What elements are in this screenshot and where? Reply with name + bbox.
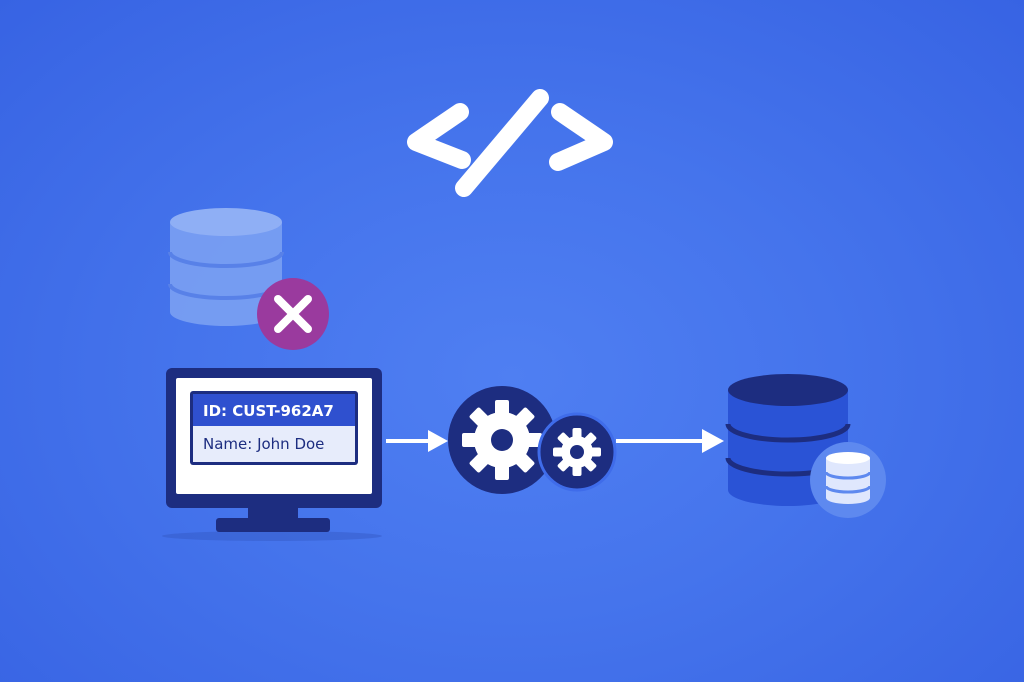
arrow-to-database: [616, 429, 724, 453]
record-id: ID: CUST-962A7: [203, 402, 334, 420]
code-brackets-icon: [407, 89, 613, 197]
record-card: ID: CUST-962A7 Name: John Doe: [190, 391, 358, 465]
mini-database-icon: [824, 452, 872, 504]
mini-database-badge: [810, 442, 886, 518]
gears-icon: [448, 386, 617, 494]
error-badge: [257, 278, 329, 350]
small-gear-icon: [553, 428, 601, 476]
close-icon: [274, 295, 312, 333]
record-name: Name: John Doe: [203, 435, 324, 453]
large-gear-icon: [462, 400, 542, 480]
arrow-to-gears: [386, 430, 448, 452]
